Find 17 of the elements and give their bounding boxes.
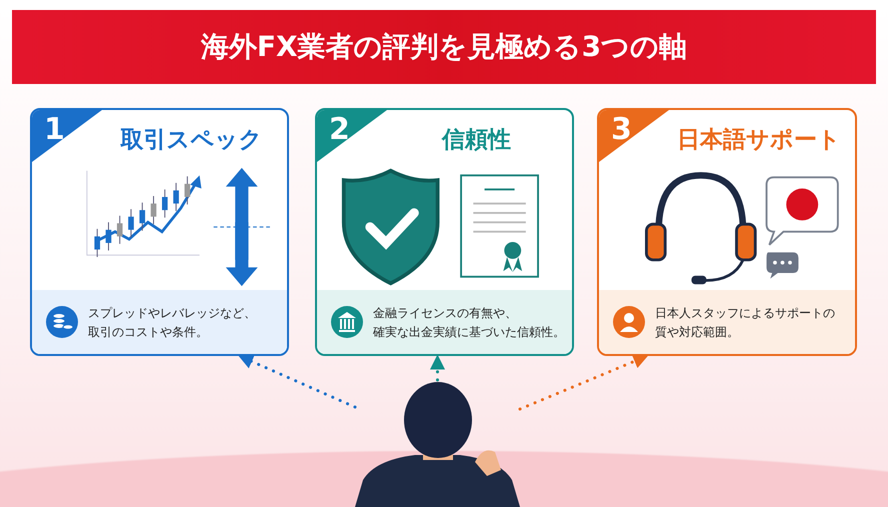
description-text: スプレッドやレバレッジなど、取引のコストや条件。 [88,305,257,341]
description-text: 金融ライセンスの有無や、確実な出金実績に基づいた信頼性。 [373,305,563,341]
person-back-drawing [355,380,520,507]
dotted-arrow [238,354,356,409]
card-title: 信頼性 [440,126,512,155]
number-badge: 1 [32,110,102,162]
dotted-arrow [518,354,648,411]
dotted-arrow [430,354,445,382]
number-badge: 2 [317,110,387,162]
title-banner: 海外FX業者の評判を見極める3つの軸 [12,10,876,84]
number-badge: 3 [599,110,669,162]
card [30,108,289,356]
card [315,108,574,356]
card-title: 日本語サポート [676,126,842,155]
card-title: 取引スペック [119,126,264,155]
description-text: 日本人スタッフによるサポートの質や対応範囲。 [655,305,836,341]
card [597,108,857,356]
